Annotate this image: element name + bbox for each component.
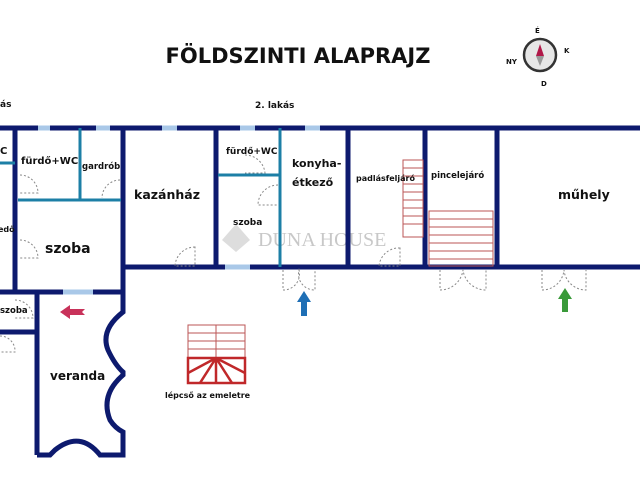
room-wc-partial: C [0,146,7,157]
compass-west: NY [506,58,518,66]
room-szoba-1: szoba [45,241,91,257]
room-szoba-3: szoba [0,306,28,316]
room-kitchen-line2: étkező [292,176,334,189]
apartment-2-label: 2. lakás [255,101,294,111]
entrance-arrow-blue-icon [297,291,311,316]
interior-walls [0,128,282,267]
room-veranda: veranda [50,369,105,383]
room-szoba-2: szoba [233,218,262,228]
plan-title: FÖLDSZINTI ALAPRAJZ [166,43,431,68]
entrance-arrow-pink-icon [60,305,85,319]
doors [0,154,587,353]
exterior-stairs-icon [186,324,247,385]
compass-east: K [564,47,570,55]
room-attic-stairs: padlásfeljáró [356,173,415,183]
room-wardrobe: gardrób [82,161,120,172]
room-partial: edő [0,225,15,234]
room-labels: C fürdő+WC gardrób edő szoba kazánház fü… [0,146,610,400]
room-workshop: műhely [558,187,610,202]
compass-south: D [541,80,547,88]
entrance-arrow-green-icon [558,288,572,312]
room-boiler: kazánház [134,187,200,202]
room-cellar-stairs: pincelejáró [431,170,484,181]
stairs-up-label: lépcső az emeletre [165,390,251,400]
compass-north: É [535,26,540,35]
room-bath-2: fürdő+WC [226,147,278,157]
attic-stairs-icon [402,159,424,238]
compass-icon: É K NY D [506,26,570,88]
windows [38,125,320,295]
room-kitchen-line1: konyha- [292,157,341,170]
apartment-1-label: ás [0,100,11,110]
watermark-logo-icon [222,224,250,252]
cellar-stairs-icon [428,210,494,267]
watermark: DUNA HOUSE [258,229,386,251]
room-bath-1: fürdő+WC [21,155,78,167]
